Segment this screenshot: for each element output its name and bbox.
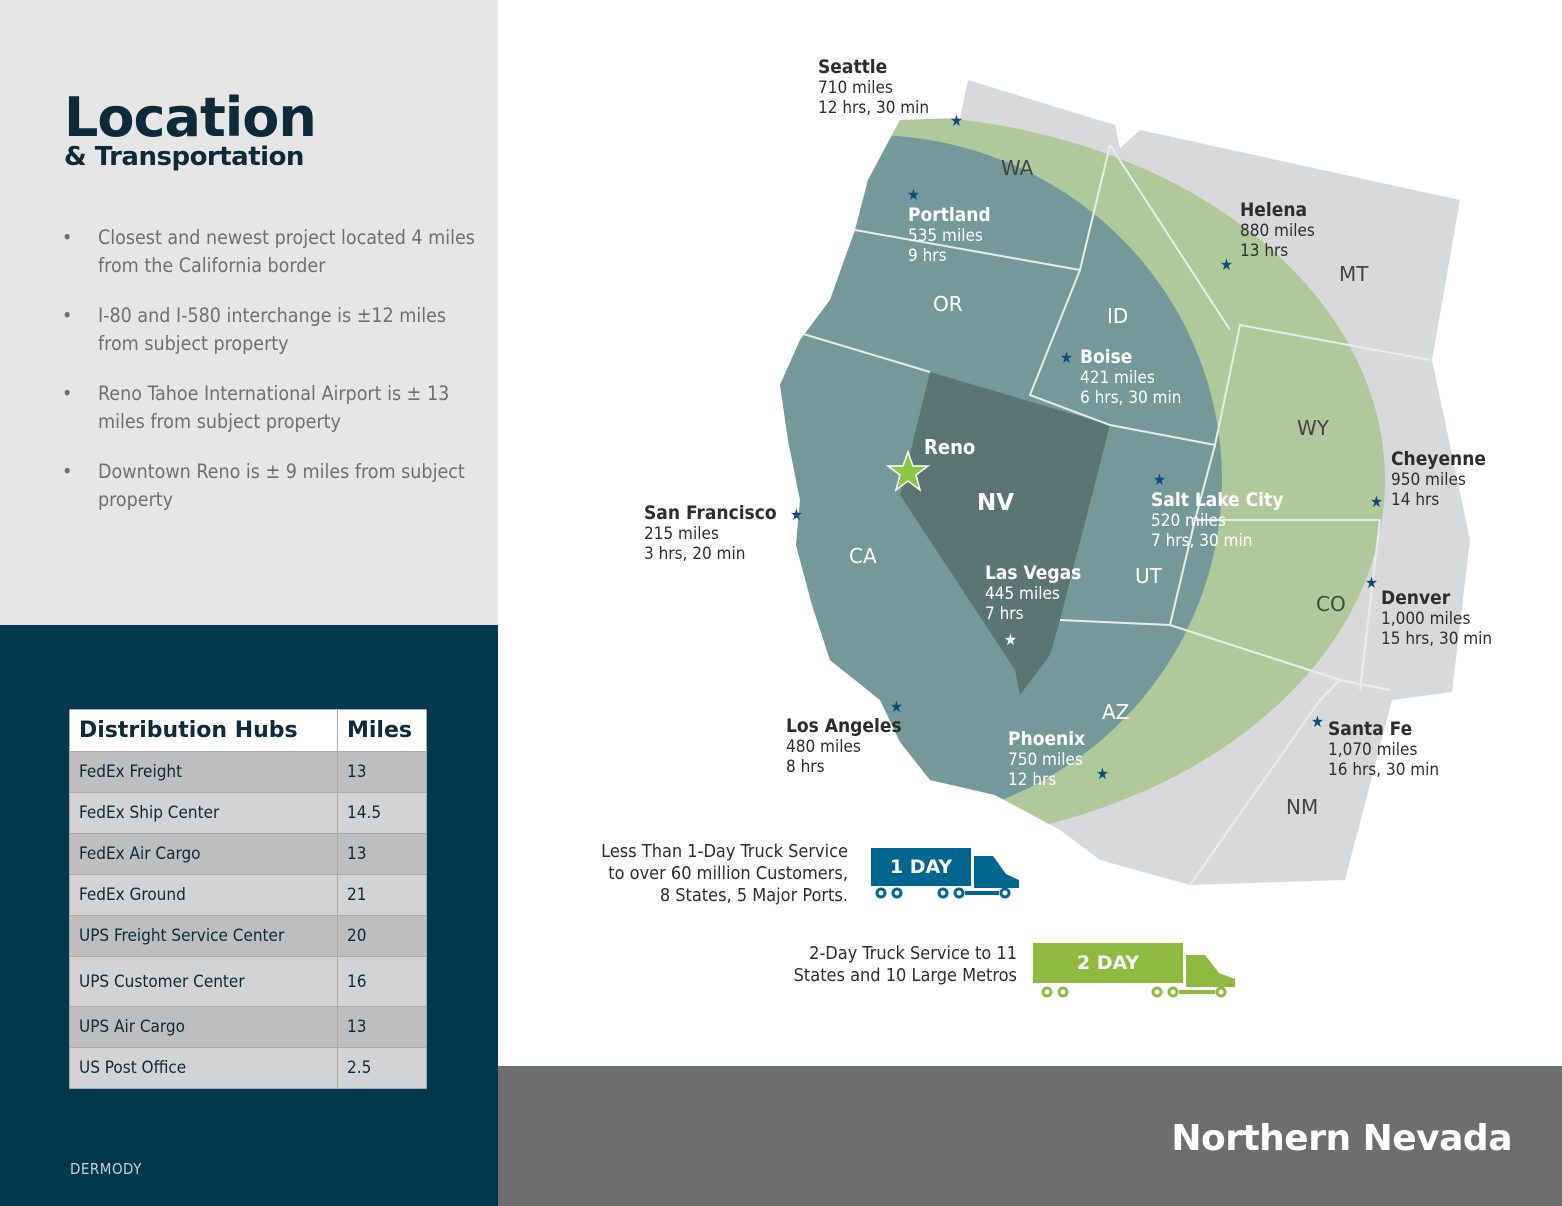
svg-text:★: ★ <box>950 111 963 130</box>
bullet-item: I-80 and I-580 interchange is ±12 miles … <box>60 302 480 358</box>
state-label: NV <box>977 490 1015 516</box>
svg-text:★: ★ <box>890 697 903 716</box>
column-header-hub: Distribution Hubs <box>69 709 338 752</box>
state-label: CA <box>849 544 877 568</box>
bullet-item: Closest and newest project located 4 mil… <box>60 224 480 280</box>
svg-text:★: ★ <box>790 505 803 524</box>
footer-title: Northern Nevada <box>1171 1118 1512 1159</box>
hub-miles: 14.5 <box>337 792 427 834</box>
shipping-radius-map: ★ ★ ★ ★ ★ ★ ★ ★ ★ ★ ★ ★ <box>780 80 1470 885</box>
bullet-list: Closest and newest project located 4 mil… <box>60 224 480 536</box>
state-label: WY <box>1297 416 1329 440</box>
two-day-truck-icon: 2 DAY <box>1033 943 1243 1005</box>
svg-text:★: ★ <box>1311 712 1324 731</box>
svg-text:★: ★ <box>1096 764 1109 783</box>
city-markers: ★ ★ ★ ★ ★ ★ ★ ★ ★ ★ ★ ★ <box>790 111 1383 783</box>
svg-text:★: ★ <box>1220 255 1233 274</box>
state-label: ID <box>1107 304 1129 328</box>
hub-miles: 20 <box>337 915 427 957</box>
hub-miles: 21 <box>337 874 427 916</box>
svg-text:★: ★ <box>1004 630 1017 649</box>
bullet-item: Downtown Reno is ± 9 miles from subject … <box>60 458 480 514</box>
state-borders <box>789 144 1431 885</box>
hub-miles: 13 <box>337 751 427 793</box>
hub-name: FedEx Ship Center <box>69 792 338 834</box>
reno-star-icon <box>885 449 931 492</box>
hub-name: FedEx Freight <box>69 751 338 793</box>
hub-name: US Post Office <box>69 1047 338 1089</box>
state-label: OR <box>933 292 963 316</box>
hub-name: UPS Customer Center <box>69 956 338 1007</box>
state-label: UT <box>1135 564 1162 588</box>
hub-miles: 13 <box>337 1006 427 1048</box>
state-label: CO <box>1316 592 1346 616</box>
svg-text:★: ★ <box>1370 492 1383 511</box>
two-day-badge: 2 DAY <box>1076 952 1140 974</box>
state-label: MT <box>1339 262 1369 286</box>
one-day-truck-icon: 1 DAY <box>871 848 1023 904</box>
hub-name: UPS Freight Service Center <box>69 915 338 957</box>
hub-miles: 2.5 <box>337 1047 427 1089</box>
footer-bar: Northern Nevada <box>498 1066 1562 1206</box>
svg-text:★: ★ <box>1060 348 1073 367</box>
origin-label: Reno <box>924 435 976 459</box>
hub-miles: 13 <box>337 833 427 875</box>
svg-text:★: ★ <box>1365 573 1378 592</box>
one-day-badge: 1 DAY <box>889 856 953 878</box>
page-title: Location <box>64 86 317 149</box>
state-label: AZ <box>1102 700 1130 724</box>
nevada-state <box>900 372 1110 695</box>
column-header-miles: Miles <box>337 709 427 752</box>
hub-name: FedEx Air Cargo <box>69 833 338 875</box>
page-subtitle: & Transportation <box>64 142 304 172</box>
brand-logo: DERMODY <box>70 1160 142 1178</box>
svg-text:★: ★ <box>1153 470 1166 489</box>
hub-name: UPS Air Cargo <box>69 1006 338 1048</box>
svg-text:★: ★ <box>907 185 920 204</box>
hub-name: FedEx Ground <box>69 874 338 916</box>
state-label: WA <box>1001 156 1034 180</box>
bullet-item: Reno Tahoe International Airport is ± 13… <box>60 380 480 436</box>
state-label: NM <box>1286 795 1319 819</box>
hub-miles: 16 <box>337 956 427 1007</box>
